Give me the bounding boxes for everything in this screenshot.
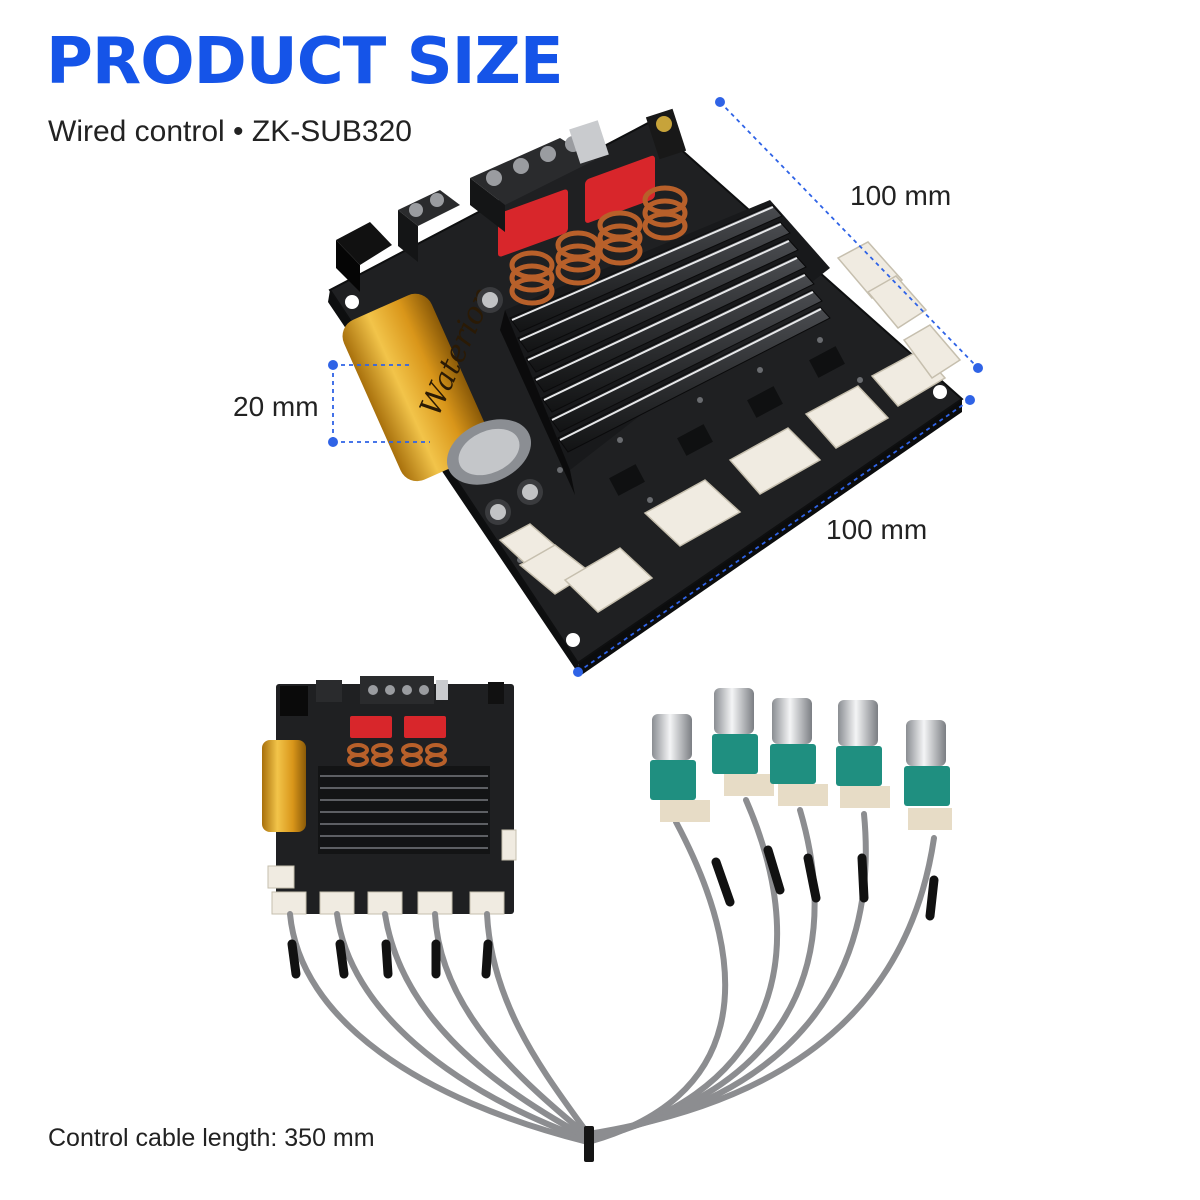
small-amplifier-board bbox=[262, 676, 517, 915]
power-terminal-block bbox=[398, 190, 460, 262]
potentiometer-knob-5 bbox=[904, 720, 952, 830]
small-capacitors bbox=[477, 287, 543, 525]
large-amplifier-board: Waterion bbox=[328, 108, 964, 676]
dc-power-jack bbox=[336, 222, 392, 265]
cable-tie bbox=[584, 1126, 594, 1162]
depth-dimension-label: 100 mm bbox=[850, 180, 952, 211]
control-connectors bbox=[498, 349, 947, 613]
inductors bbox=[509, 185, 688, 306]
heatsink bbox=[500, 200, 831, 495]
dimension-lines bbox=[332, 101, 979, 673]
film-capacitors bbox=[498, 155, 655, 257]
audio-jack bbox=[645, 108, 687, 160]
potentiometer-knob-2 bbox=[712, 688, 774, 796]
height-dimension-label: 20 mm bbox=[233, 391, 319, 422]
width-dimension-label: 100 mm bbox=[826, 514, 928, 545]
speaker-terminal-block bbox=[470, 136, 595, 232]
product-subtitle: Wired control • ZK-SUB320 bbox=[48, 115, 412, 148]
cable-length-note: Control cable length: 350 mm bbox=[48, 1124, 375, 1152]
dimension-endpoints bbox=[328, 97, 983, 677]
page-title: PRODUCT SIZE bbox=[46, 25, 564, 99]
potentiometer-knob-1 bbox=[650, 714, 710, 822]
usb-port bbox=[569, 120, 609, 164]
potentiometer-knob-4 bbox=[836, 700, 890, 808]
potentiometer-knob-3 bbox=[770, 698, 828, 806]
